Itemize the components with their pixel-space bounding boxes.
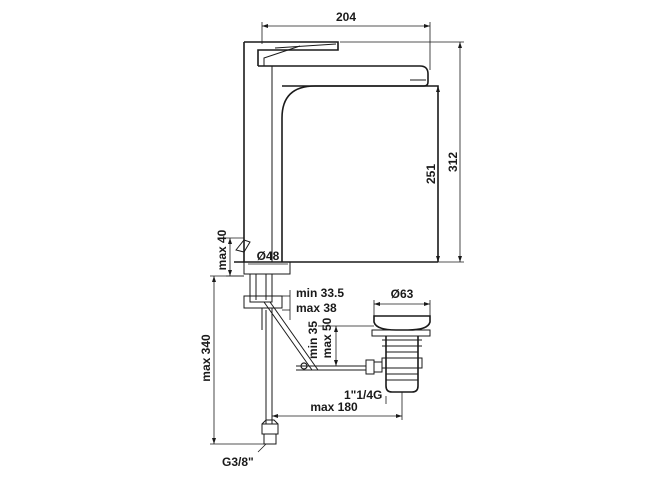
dim-label-min-35: min 35 [306,321,320,359]
dim-thread-hose: G3/8" [222,443,267,469]
dim-label-max-50: max 50 [320,317,334,358]
dim-max-340: max 340 [199,275,264,445]
dim-label-thread-waste: 1"1/4G [344,388,382,402]
dim-min-35-max-50: min 35 max 50 [306,317,374,367]
dim-diameter-63: Ø63 [373,287,431,316]
faucet-body [234,41,439,275]
spout-outline [258,65,429,262]
handle-front [263,45,301,66]
handle-outline [244,41,339,66]
fixing-assembly [243,273,283,445]
dim-max-180: max 180 [272,392,403,420]
dim-label-diameter-63: Ø63 [391,287,414,301]
dim-label-diameter-48: Ø48 [257,249,280,263]
column-outline [282,85,439,262]
dim-label-251: 251 [424,164,438,184]
waste-body [385,336,419,393]
dim-label-max-38: max 38 [296,301,337,315]
dim-label-max-40: max 40 [215,229,229,270]
dim-max-40: max 40 [215,229,244,277]
waste-valve [365,315,431,393]
hose-nut [263,433,277,445]
fixing-plate [243,295,283,309]
dim-height-312: 312 [340,41,464,263]
dim-min-33-5-max-38: min 33.5 max 38 [274,286,344,320]
dim-label-204: 204 [336,10,356,24]
dim-thread-waste: 1"1/4G [344,388,387,404]
waste-flange [371,329,431,337]
flexible-hose [265,310,273,424]
handle-lever [274,43,337,49]
waste-side-connector [365,359,375,375]
dim-label-min-33-5: min 33.5 [296,286,344,300]
dim-label-thread-hose: G3/8" [222,455,254,469]
dim-label-312: 312 [446,152,460,172]
popup-lever [235,239,251,262]
dim-label-max-340: max 340 [199,334,213,382]
popup-knob-icon [235,239,251,253]
fixing-nut [249,273,273,303]
dim-diameter-48: Ø48 [248,249,288,265]
dim-label-max-180: max 180 [310,400,358,414]
dim-width-204: 204 [261,10,431,70]
dim-height-251: 251 [424,86,440,262]
waste-cap [373,315,431,331]
